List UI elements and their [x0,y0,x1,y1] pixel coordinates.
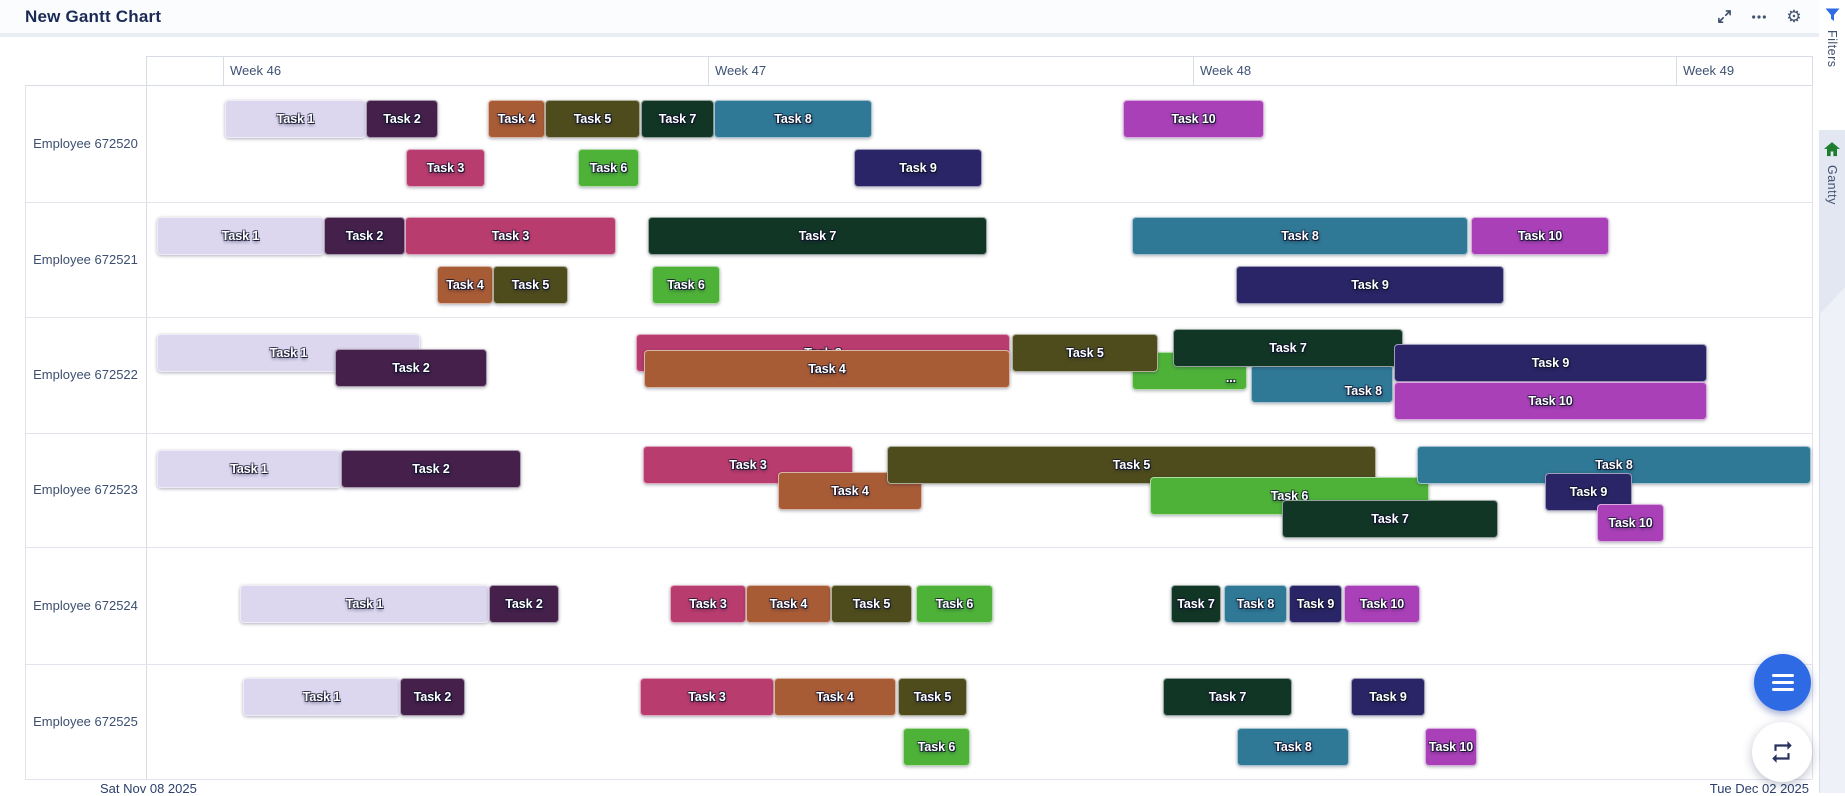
task-bar[interactable]: Task 2 [400,678,465,716]
side-rail: Filters Gantty [1819,0,1845,793]
table-bottom-border [25,779,1812,780]
task-bar[interactable]: Task 10 [1123,100,1264,138]
filters-tab[interactable]: Filters [1819,0,1845,130]
task-bar[interactable]: Task 7 [1163,678,1292,716]
week-tick [1812,56,1813,85]
task-bar[interactable]: Task 9 [1351,678,1425,716]
task-bar[interactable]: Task 8 [1237,728,1349,766]
task-bar[interactable]: Task 8 [714,100,872,138]
row-divider [25,202,1812,203]
employee-row-label: Employee 672525 [33,713,138,729]
table-left-border [25,85,26,779]
employee-column-divider [146,56,147,779]
task-bar[interactable]: Task 5 [1012,334,1158,372]
task-bar[interactable]: Task 1 [243,678,400,716]
task-bar[interactable]: Task 8 [1224,585,1287,623]
task-bar[interactable]: Task 4 [778,472,922,510]
timeline-header-top-border [146,56,1812,57]
swap-view-fab-button[interactable] [1752,722,1812,782]
task-bar[interactable]: Task 5 [493,266,568,304]
week-header-cell: Week 49 [1683,63,1735,78]
table-top-border [25,85,1812,86]
task-bar[interactable]: Task 6 [578,149,639,187]
expand-icon[interactable] [1715,8,1733,26]
task-bar[interactable]: Task 5 [545,100,640,138]
employee-row-label: Employee 672521 [33,251,138,267]
task-bar[interactable]: Task 10 [1425,728,1477,766]
task-bar[interactable]: Task 1 [157,450,341,488]
task-bar[interactable]: Task 3 [670,585,746,623]
task-bar[interactable]: Task 1 [157,217,324,255]
task-bar[interactable]: Task 3 [640,678,774,716]
task-bar[interactable]: Task 1 [240,585,489,623]
task-bar[interactable]: Task 3 [406,149,485,187]
task-bar[interactable]: Task 9 [1289,585,1342,623]
task-bar[interactable]: Task 5 [898,678,967,716]
range-start-date: Sat Nov 08 2025 [100,781,197,796]
task-bar[interactable]: Task 4 [774,678,896,716]
employee-row-label: Employee 672524 [33,597,138,613]
task-bar[interactable]: Task 4 [488,100,545,138]
week-tick [223,56,224,85]
task-bar[interactable]: Task 9 [1394,344,1707,382]
row-divider [25,547,1812,548]
task-bar[interactable]: Task 10 [1344,585,1420,623]
settings-gear-icon[interactable]: ⚙ [1786,6,1802,26]
hamburger-icon [1771,674,1794,677]
row-divider [25,433,1812,434]
task-bar[interactable]: Task 7 [641,100,714,138]
week-header-cell: Week 48 [1200,63,1252,78]
task-bar[interactable]: Task 5 [831,585,912,623]
employee-row-label: Employee 672523 [33,482,138,497]
task-bar[interactable]: Task 10 [1597,504,1664,542]
task-bar[interactable]: Task 6 [652,266,720,304]
employee-row-label: Employee 672522 [33,367,138,382]
more-options-icon[interactable] [1750,8,1768,26]
row-divider [25,664,1812,665]
task-bar[interactable]: Task 4 [437,266,493,304]
task-bar[interactable]: Task 6 [903,728,970,766]
task-bar[interactable]: Task 9 [854,149,982,187]
week-header-cell: Week 47 [715,63,767,78]
week-tick [708,56,709,85]
task-bar[interactable]: Task 7 [1173,329,1403,367]
task-bar[interactable]: Task 4 [644,350,1010,388]
menu-fab-button[interactable] [1754,654,1811,711]
task-bar[interactable]: Task 10 [1471,217,1609,255]
range-end-date: Tue Dec 02 2025 [1709,781,1809,796]
task-bar[interactable]: Task 2 [335,349,487,387]
task-bar[interactable]: Task 7 [648,217,987,255]
gantty-tab[interactable]: Gantty [1819,130,1845,315]
task-bar[interactable]: Task 9 [1236,266,1504,304]
table-right-border [1812,56,1813,779]
task-bar[interactable]: Task 4 [746,585,831,623]
task-bar[interactable]: Task 8 [1251,365,1393,403]
task-bar[interactable]: Task 2 [341,450,521,488]
filters-tab-label: Filters [1825,30,1839,68]
week-header-cell: Week 46 [230,63,282,78]
home-icon [1824,142,1840,157]
task-bar[interactable]: Task 3 [405,217,616,255]
task-bar[interactable]: Task 1 [225,100,366,138]
repeat-arrows-icon [1772,741,1792,763]
week-tick [146,56,147,85]
employee-row-label: Employee 672520 [33,135,138,151]
task-bar[interactable]: Task 2 [366,100,438,138]
gantty-tab-label: Gantty [1825,165,1839,205]
app-header: New Gantt Chart ⚙ [0,0,1819,37]
task-bar[interactable]: Task 7 [1171,585,1221,623]
task-bar[interactable]: Task 7 [1282,500,1498,538]
header-toolbar: ⚙ [1715,0,1803,33]
task-bar[interactable]: Task 10 [1394,382,1707,420]
week-tick [1676,56,1677,85]
page-title: New Gantt Chart [25,6,162,26]
week-tick [1193,56,1194,85]
task-bar[interactable]: Task 2 [324,217,405,255]
task-bar[interactable]: Task 8 [1132,217,1468,255]
task-bar[interactable]: Task 2 [489,585,559,623]
row-divider [25,317,1812,318]
filter-funnel-icon [1825,8,1839,21]
task-bar[interactable]: Task 6 [916,585,993,623]
